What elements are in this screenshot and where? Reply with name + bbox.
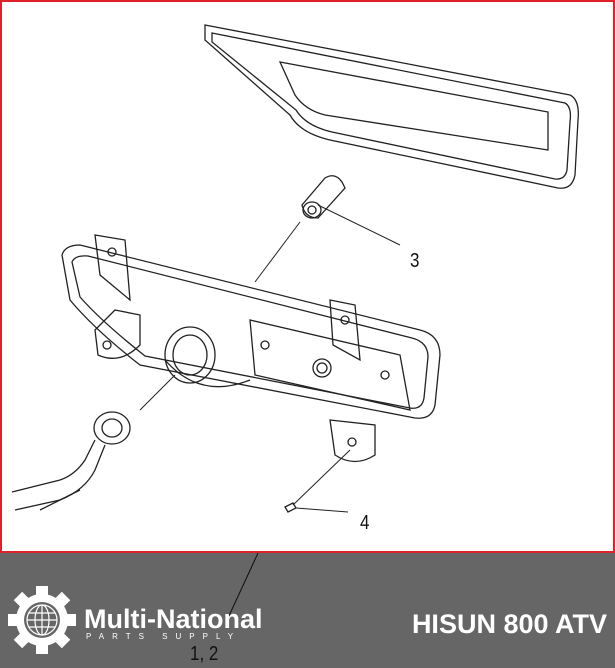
- callout-1-2: 1, 2: [190, 643, 219, 665]
- lens-part: [204, 24, 579, 189]
- housing-part: [61, 234, 441, 463]
- model-title: HISUN 800 ATV: [411, 609, 607, 639]
- leader-line-1-2: [227, 552, 259, 619]
- screw-part: [284, 449, 351, 513]
- callout-4: 4: [360, 512, 370, 534]
- bulb-part: [254, 175, 401, 283]
- brand-name: Multi-National: [84, 604, 263, 634]
- footer-banner: [0, 553, 615, 668]
- brand-subtitle: PARTS SUPPLY: [86, 632, 242, 641]
- gear-globe-icon: [8, 586, 76, 654]
- socket-part: [11, 411, 131, 511]
- callout-3: 3: [410, 250, 420, 272]
